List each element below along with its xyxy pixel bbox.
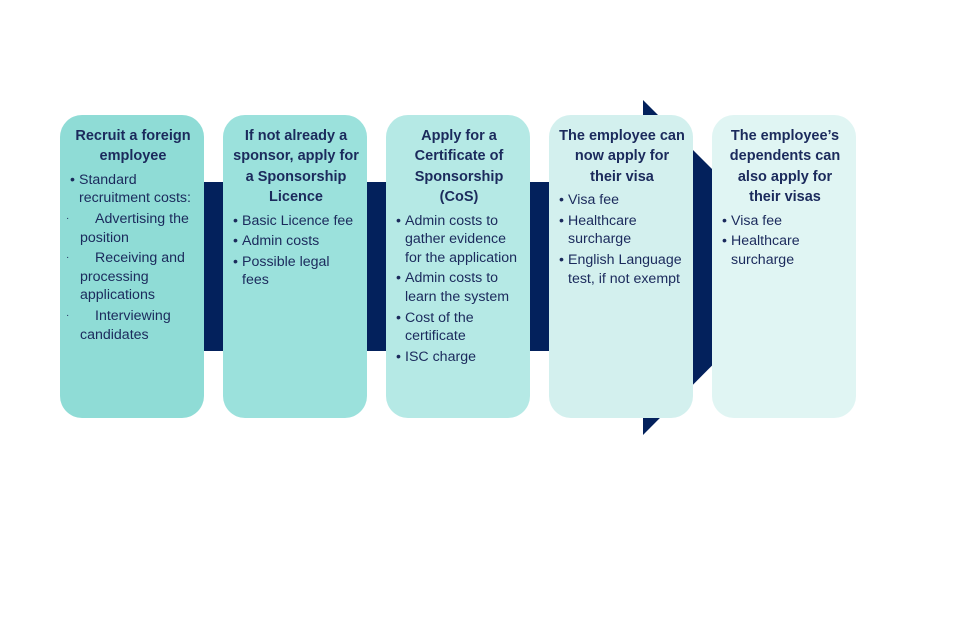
cost-item: •Possible legal fees [233,253,359,290]
cost-item-text: Cost of the certificate [405,309,474,345]
cost-item-text: Receiving and processing applications [80,250,185,304]
cost-subitem: · Interviewing candidates [66,307,196,344]
bullet-icon: • [233,212,238,229]
cost-item-text: Healthcare surcharge [731,233,800,268]
step-employee-visa: The employee can now apply for their vis… [549,115,693,418]
cost-item-text: Standard recruitment costs: [79,171,191,207]
step-cost-list: •Standard recruitment costs: · Advertisin… [66,171,196,344]
bullet-icon: • [722,233,727,250]
cost-item: •Basic Licence fee [233,212,359,231]
step-recruit: Recruit a foreign employee •Standard rec… [60,115,204,418]
cost-subitem: · Receiving and processing applications [66,249,196,305]
cost-item: •Healthcare surcharge [559,212,685,249]
cost-item-text: Admin costs to learn the system [405,270,510,305]
cost-item-text: Visa fee [568,192,620,209]
bullet-icon: • [233,253,238,270]
step-title: Recruit a foreign employee [75,128,191,165]
cost-item-text: English Language test, if not exempt [568,252,682,287]
step-dependents-visa: The employee’s dependents can also apply… [712,115,856,418]
bullet-icon: • [396,309,401,326]
step-title: The employee can now apply for their vis… [559,128,685,185]
cost-item-text: Visa fee [731,212,783,229]
cost-item-text: Basic Licence fee [242,212,354,229]
bullet-icon: • [559,252,564,268]
step-title: The employee’s dependents can also apply… [729,128,841,206]
step-cost-list: •Admin costs to gather evidence for the … [396,212,522,367]
cost-item: •Visa fee [559,191,685,210]
step-cost-list: •Visa fee •Healthcare surcharge [722,212,848,270]
bullet-icon: · [66,213,70,224]
bullet-icon: • [559,212,564,229]
cost-item-text: Interviewing candidates [80,307,171,343]
cost-item: •ISC charge [396,348,522,367]
cost-item: •Admin costs to gather evidence for the … [396,212,522,268]
cost-item: •Standard recruitment costs: [70,171,196,208]
bullet-icon: • [396,212,401,229]
cost-item-text: ISC charge [405,348,476,365]
cost-item-text: Admin costs to gather evidence for the a… [405,212,517,266]
bullet-icon: • [70,171,75,188]
cost-item: •Cost of the certificate [396,309,522,346]
cost-item: •English Language test, if not exempt [559,251,685,288]
step-cost-list: •Basic Licence fee •Admin costs •Possibl… [233,212,359,290]
cost-subitem: · Advertising the position [66,210,196,247]
cost-item-text: Possible legal fees [242,253,330,289]
bullet-icon: • [559,192,564,209]
step-title: Apply for a Certificate of Sponsorship (… [414,128,504,206]
cost-item-text: Admin costs [242,233,320,250]
bullet-icon: • [396,348,401,365]
bullet-icon: • [722,212,727,229]
bullet-icon: • [233,233,238,250]
step-certificate-of-sponsorship: Apply for a Certificate of Sponsorship (… [386,115,530,418]
bullet-icon: • [396,270,401,287]
step-sponsorship-licence: If not already a sponsor, apply for a Sp… [223,115,367,418]
cost-item: •Healthcare surcharge [722,232,848,269]
step-title: If not already a sponsor, apply for a Sp… [233,128,359,206]
step-cost-list: •Visa fee •Healthcare surcharge •English… [559,191,685,288]
bullet-icon: · [66,309,70,321]
cost-item: •Admin costs to learn the system [396,269,522,306]
cost-item-text: Healthcare surcharge [568,212,637,248]
cost-item: •Visa fee [722,212,848,231]
cost-item: •Admin costs [233,232,359,251]
bullet-icon: · [66,252,70,264]
cost-item-text: Advertising the position [80,211,189,246]
